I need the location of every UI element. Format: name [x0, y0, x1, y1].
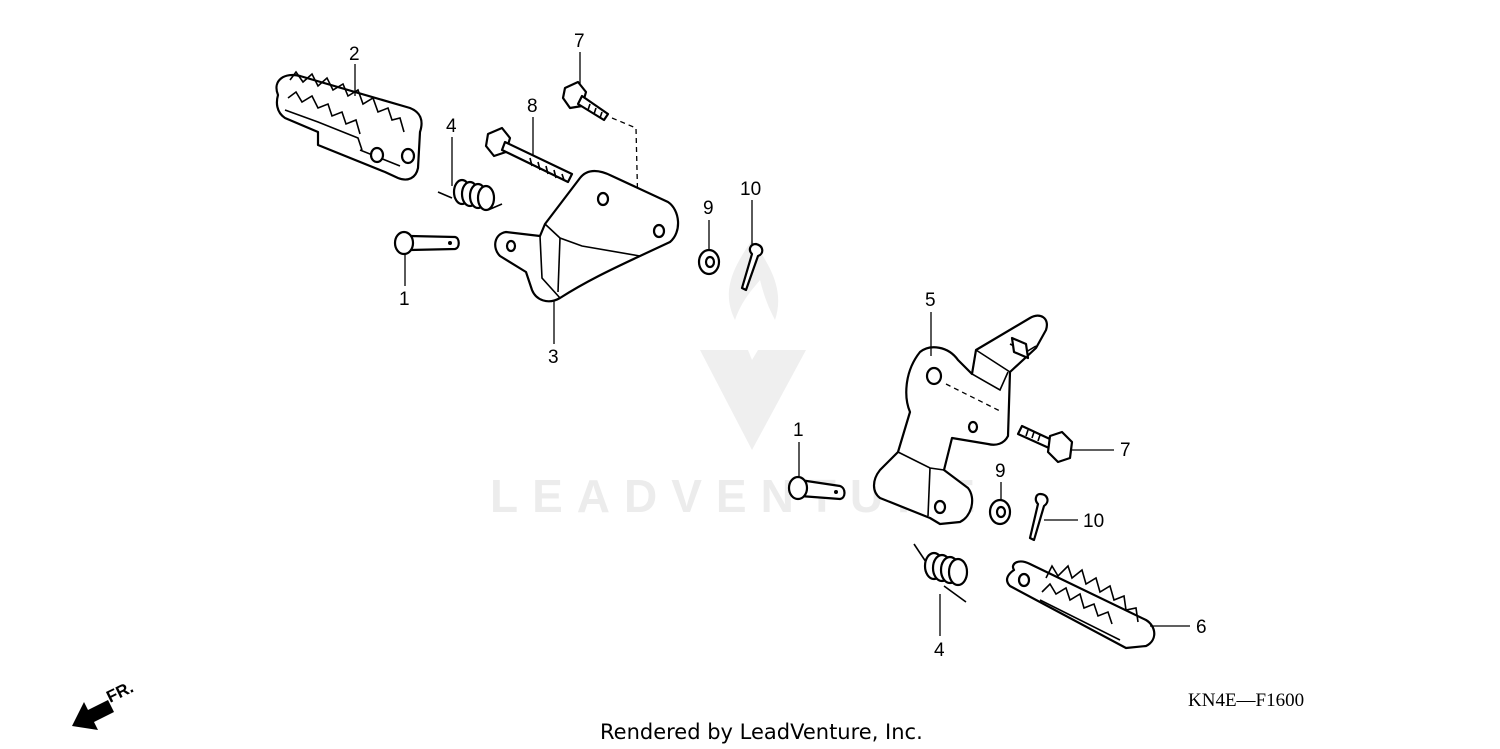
callouts: 2 4 1 8 7 3 9 10 5 7 1 9 10 4 6: [349, 31, 1207, 661]
callout-4-right: 4: [934, 640, 945, 661]
part-2-footpeg[interactable]: [275, 70, 423, 181]
part-4-spring-right[interactable]: [913, 543, 969, 603]
part-10-cotter-right[interactable]: [1028, 492, 1049, 542]
render-credit: Rendered by LeadVenture, Inc.: [600, 720, 923, 744]
part-5-bracket[interactable]: [872, 314, 1048, 526]
callout-6: 6: [1196, 617, 1207, 638]
callout-9-left: 9: [703, 198, 714, 219]
callout-8: 8: [527, 96, 538, 117]
part-8-bolt[interactable]: [484, 126, 574, 184]
part-7-bolt-right[interactable]: [1016, 424, 1074, 464]
callout-1-left: 1: [399, 289, 410, 310]
callout-4-left: 4: [446, 116, 457, 137]
part-1-pin-left[interactable]: [393, 230, 460, 256]
part-1-pin-right[interactable]: [787, 475, 846, 501]
part-3-bracket[interactable]: [494, 169, 680, 303]
callout-2: 2: [349, 44, 360, 65]
callout-10-right: 10: [1083, 511, 1104, 532]
part-7-bolt-upper[interactable]: [561, 80, 639, 213]
drawing-code: KN4E—F1600: [1188, 690, 1304, 711]
callout-7-right: 7: [1120, 440, 1131, 461]
callout-10-left: 10: [740, 179, 761, 200]
callout-5: 5: [925, 290, 936, 311]
part-9-washer-left[interactable]: [697, 248, 721, 276]
part-6-footpeg[interactable]: [1005, 560, 1156, 650]
part-9-washer-right[interactable]: [988, 498, 1012, 526]
callout-9-right: 9: [995, 461, 1006, 482]
callout-1-right: 1: [793, 420, 804, 441]
callout-3: 3: [548, 347, 559, 368]
callout-7-upper: 7: [574, 31, 585, 52]
part-4-spring-left[interactable]: [437, 178, 503, 212]
front-direction-arrow: FR.: [72, 678, 136, 730]
part-10-cotter-left[interactable]: [740, 242, 764, 292]
